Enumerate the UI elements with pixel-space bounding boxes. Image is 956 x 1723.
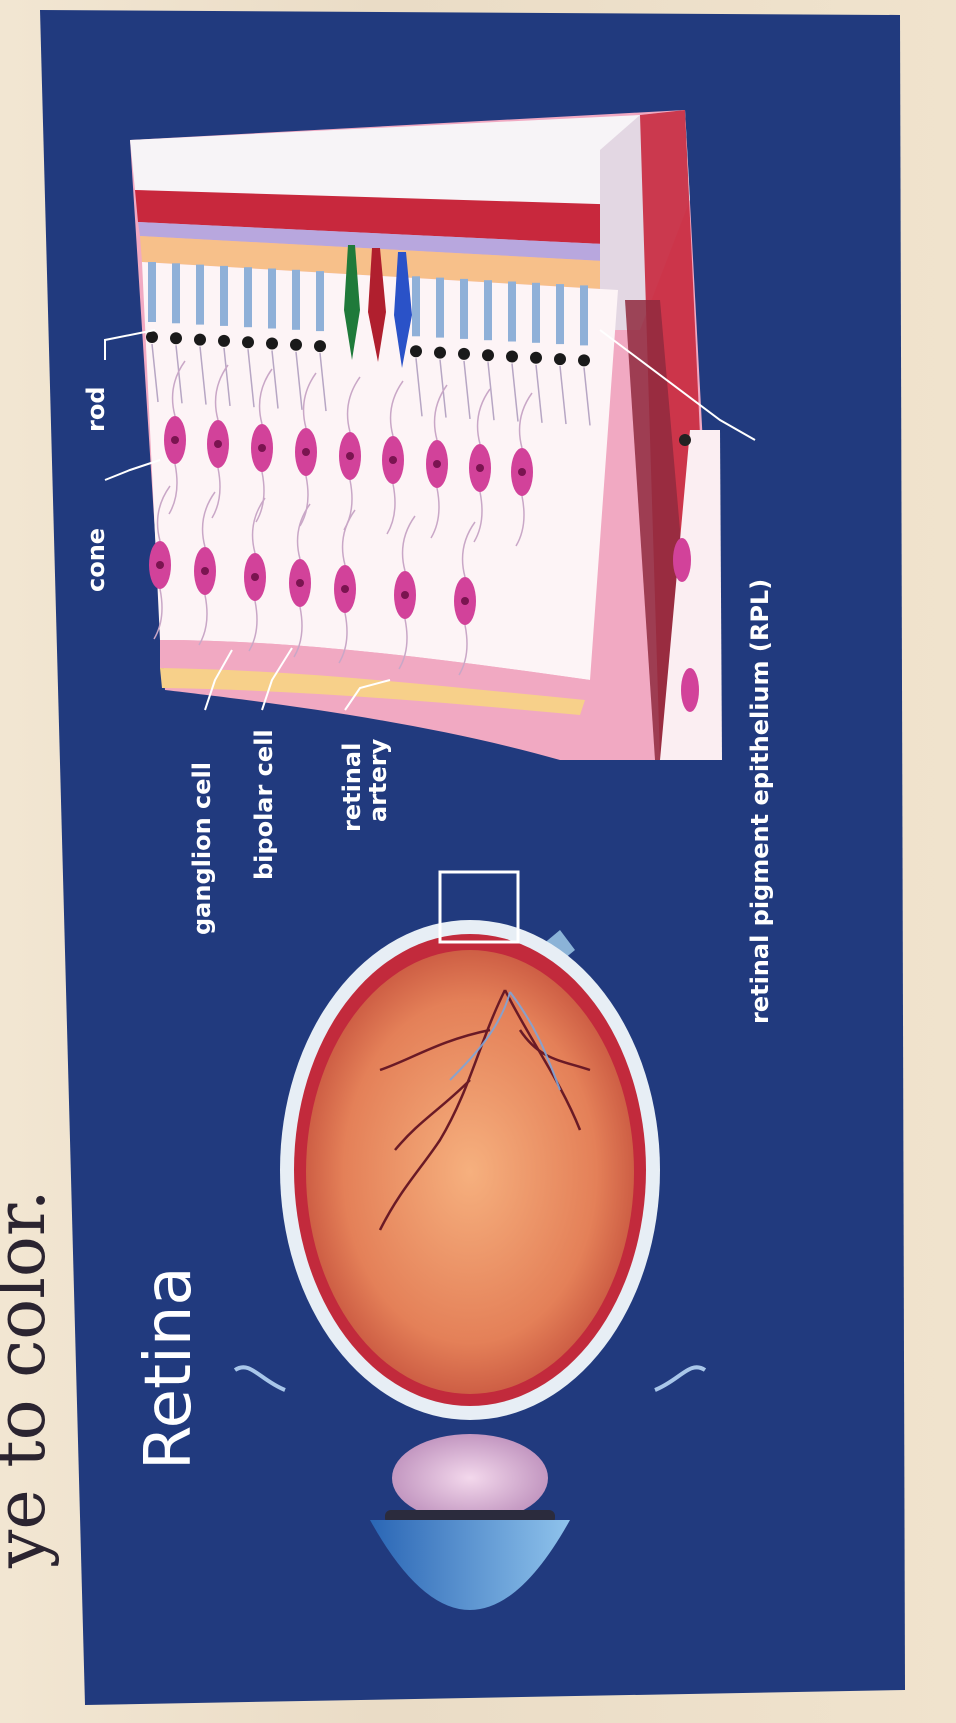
rod-nucleus — [266, 338, 278, 350]
ganglion-cell-nucleus — [201, 567, 209, 575]
label-retinal-artery-line1: retinal — [338, 743, 366, 832]
bipolar-cell-nucleus — [518, 468, 526, 476]
rod-nucleus — [410, 345, 422, 357]
ganglion-cell-nucleus — [296, 579, 304, 587]
rod-outer-segment — [292, 270, 300, 330]
vitreous-body — [306, 950, 634, 1394]
rod-outer-segment — [508, 282, 516, 342]
ganglion-cell-nucleus — [341, 585, 349, 593]
label-retinal-artery-line2: artery — [364, 738, 392, 822]
label-cone: cone — [82, 528, 110, 592]
rod-outer-segment — [268, 269, 276, 329]
ganglion-cell-nucleus — [461, 597, 469, 605]
rod-nucleus — [290, 339, 302, 351]
rod-nucleus — [530, 352, 542, 364]
rod-nucleus — [218, 335, 230, 347]
rod-outer-segment — [412, 276, 420, 336]
rod-nucleus — [506, 351, 518, 363]
retina-section-illustration — [130, 110, 722, 760]
rod-outer-segment — [148, 262, 156, 322]
rod-nucleus — [434, 347, 446, 359]
rod-outer-segment — [580, 285, 588, 345]
rod-outer-segment — [556, 284, 564, 344]
rod-nucleus — [554, 353, 566, 365]
ganglion-cell-nucleus — [401, 591, 409, 599]
rod-nucleus — [170, 332, 182, 344]
rod-outer-segment — [220, 266, 228, 326]
rod-outer-segment — [172, 263, 180, 323]
label-ganglion-cell: ganglion cell — [188, 762, 216, 935]
rod-nucleus — [458, 348, 470, 360]
rod-nucleus — [482, 349, 494, 361]
ganglion-cell-nucleus — [156, 561, 164, 569]
diagram-title: Retina — [132, 1266, 206, 1470]
rod-outer-segment — [244, 267, 252, 327]
rod-outer-segment — [436, 278, 444, 338]
label-bipolar-cell: bipolar cell — [250, 729, 278, 880]
ganglion-cell-nucleus — [251, 573, 259, 581]
bipolar-cell-nucleus — [171, 436, 179, 444]
bipolar-cell-nucleus — [433, 460, 441, 468]
lens — [392, 1434, 548, 1522]
bipolar-cell-nucleus — [214, 440, 222, 448]
rod-outer-segment — [460, 279, 468, 339]
rod-outer-segment — [532, 283, 540, 343]
bipolar-cell-nucleus — [389, 456, 397, 464]
bipolar-cell-nucleus — [258, 444, 266, 452]
rod-nucleus — [578, 354, 590, 366]
bipolar-cell-nucleus — [302, 448, 310, 456]
rod-outer-segment — [196, 265, 204, 325]
rod-outer-segment — [484, 280, 492, 340]
label-retinal-pigment-epithelium: retinal pigment epithelium (RPL) — [746, 579, 774, 1024]
bipolar-cell-nucleus — [346, 452, 354, 460]
rod-nucleus — [146, 331, 158, 343]
label-rod: rod — [82, 386, 110, 432]
bipolar-cell-nucleus — [476, 464, 484, 472]
rod-outer-segment — [316, 271, 324, 331]
rod-nucleus — [194, 334, 206, 346]
rod-nucleus — [242, 336, 254, 348]
rod-nucleus — [314, 340, 326, 352]
